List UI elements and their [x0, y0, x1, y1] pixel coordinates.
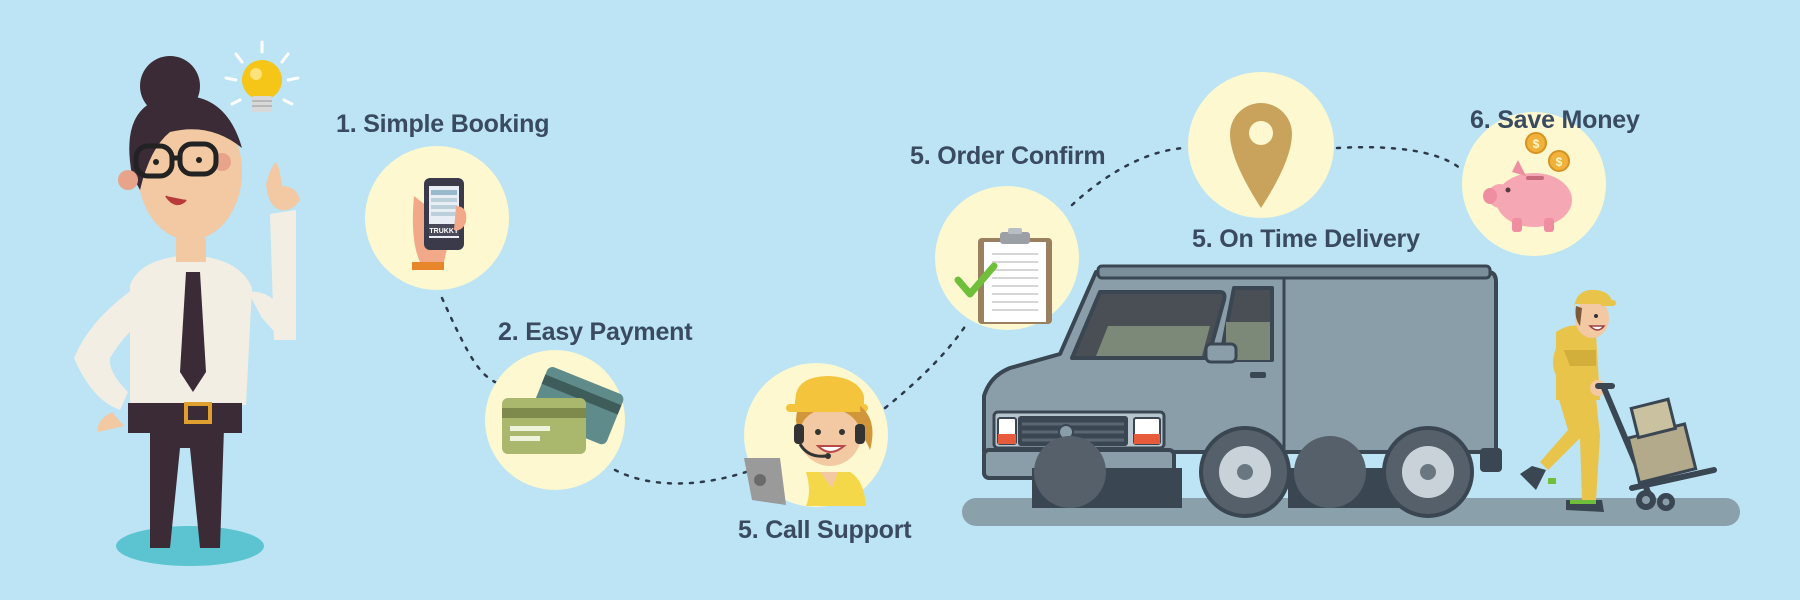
- step-5-label: 5. On Time Delivery: [1192, 225, 1420, 253]
- support-agent-icon: [744, 376, 873, 506]
- svg-text:$: $: [1533, 137, 1540, 151]
- delivery-worker-illustration: [1520, 289, 1717, 512]
- step-4-circle: [935, 186, 1079, 330]
- location-pin-icon: [1230, 103, 1292, 208]
- smartphone-icon: TRUKKY: [412, 178, 467, 270]
- step-3-label: 5. Call Support: [738, 516, 912, 544]
- lightbulb-icon: [224, 40, 300, 112]
- dotted-connector-path: [440, 145, 1464, 485]
- step-5-circle: [1188, 72, 1334, 218]
- credit-card-icon: [502, 367, 624, 454]
- delivery-van-illustration: [962, 264, 1740, 526]
- step-6-circle: $ $: [1462, 112, 1606, 256]
- step-2-circle: [485, 350, 625, 490]
- step-3-circle: [744, 363, 888, 507]
- step-6-label: 6. Save Money: [1470, 106, 1640, 134]
- step-4-label: 5. Order Confirm: [910, 142, 1106, 170]
- clipboard-check-icon: [954, 228, 1052, 324]
- svg-text:$: $: [1556, 155, 1563, 169]
- step-1-circle: TRUKKY: [365, 146, 509, 290]
- step-2-label: 2. Easy Payment: [498, 318, 693, 346]
- phone-brand-text: TRUKKY: [429, 228, 458, 235]
- step-1-label: 1. Simple Booking: [336, 110, 550, 138]
- businessman-illustration: [74, 56, 300, 566]
- piggy-bank-icon: $ $: [1483, 132, 1572, 232]
